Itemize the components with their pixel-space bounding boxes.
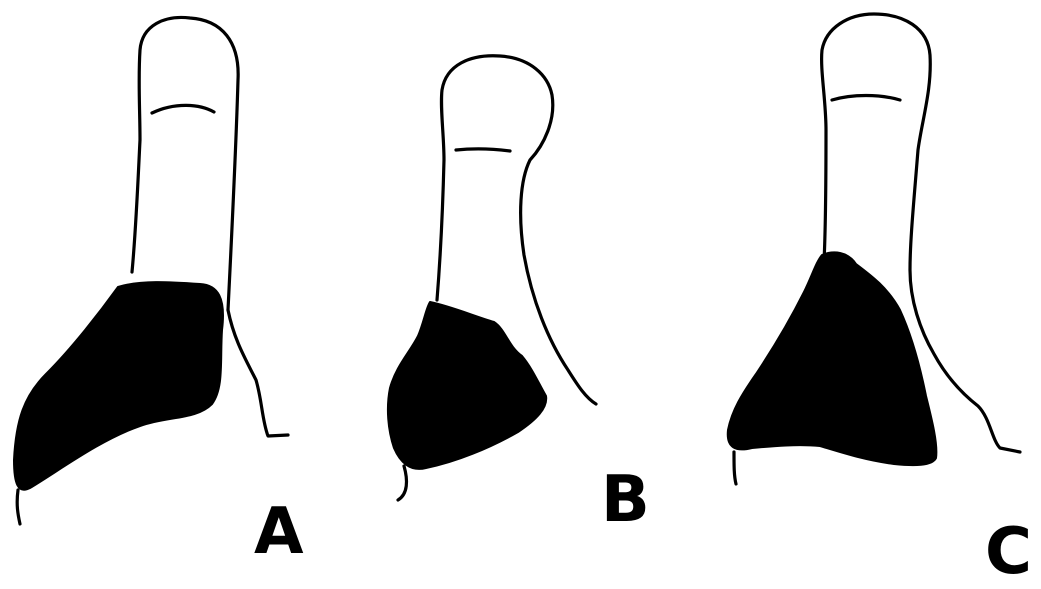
figure-label-b: B bbox=[601, 468, 650, 532]
specimen-a-joint-line bbox=[152, 105, 214, 113]
specimen-b-blob bbox=[388, 302, 546, 469]
specimen-c bbox=[728, 14, 1020, 484]
specimen-c-tail bbox=[734, 452, 736, 484]
figure-drawing bbox=[0, 0, 1041, 574]
specimen-c-joint-line bbox=[832, 96, 900, 101]
specimen-b-joint-line bbox=[456, 149, 510, 151]
specimen-a-blob bbox=[14, 282, 223, 490]
specimen-a bbox=[14, 17, 288, 524]
specimen-a-tail bbox=[17, 490, 20, 524]
figure-label-c: C bbox=[985, 520, 1032, 584]
specimen-c-blob bbox=[728, 252, 937, 465]
specimen-b bbox=[388, 56, 596, 500]
specimen-a-outline-left bbox=[132, 17, 238, 310]
specimen-b-tail bbox=[398, 466, 406, 500]
figure-label-a: A bbox=[254, 500, 304, 564]
specimen-a-outline-right bbox=[228, 310, 288, 436]
